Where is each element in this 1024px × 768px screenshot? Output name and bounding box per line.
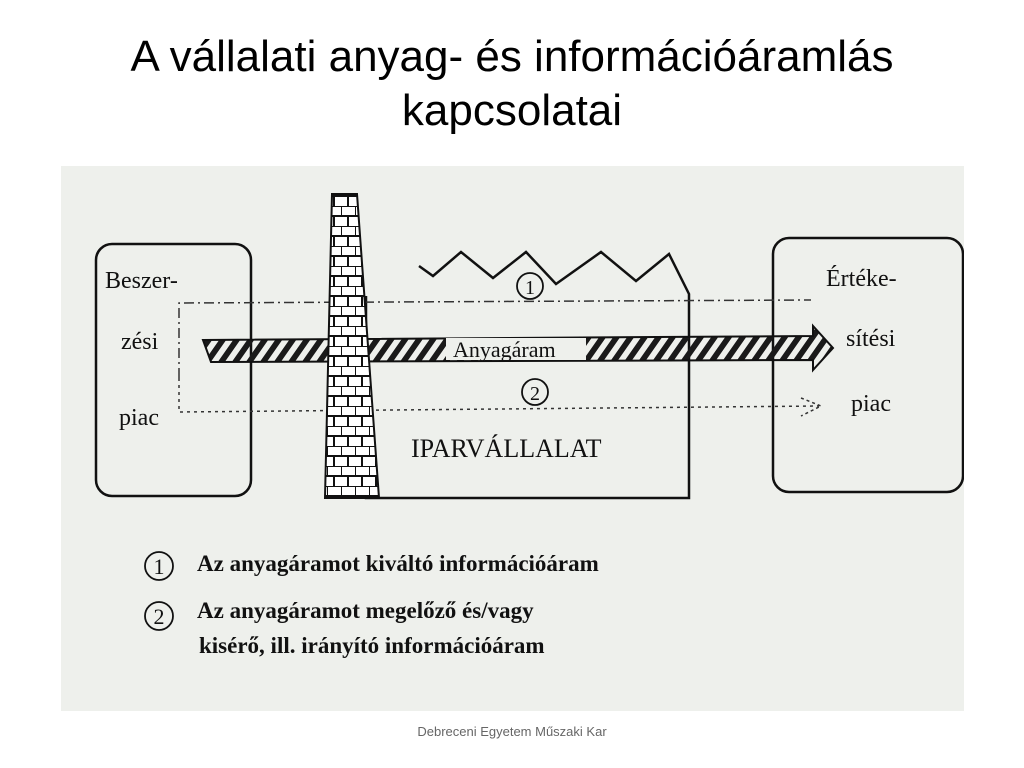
title-line-2: kapcsolatai: [401, 86, 623, 135]
sales-label-line-2: sítési: [846, 326, 896, 352]
slide-title: A vállalati anyag- és információáramlás …: [0, 30, 1024, 138]
scanned-figure-background: [61, 166, 964, 711]
sales-label-line-3: piac: [851, 391, 891, 417]
procurement-label-line-3: piac: [119, 405, 159, 431]
title-line-1: A vállalati anyag- és információáramlás: [130, 32, 894, 81]
sales-label-line-1: Értéke-: [826, 266, 897, 292]
information-flow-2-arrowhead: [800, 397, 823, 417]
factory-building: [364, 250, 691, 500]
slide-footer: Debreceni Egyetem Műszaki Kar: [417, 724, 607, 739]
flow-diagram: Beszer- zési piac Értéke- sítési piac An…: [94, 193, 964, 658]
legend-2-number: 2: [154, 604, 165, 629]
marker-2-number: 2: [530, 383, 540, 405]
material-flow-label: Anyagáram: [453, 337, 556, 362]
factory-label: IPARVÁLLALAT: [411, 434, 602, 463]
legend-2-circle: [144, 601, 174, 631]
legend-2-text-line-2: kisérő, ill. irányító információáram: [199, 633, 545, 658]
marker-2-circle: [521, 378, 549, 406]
procurement-label-line-1: Beszer-: [105, 268, 178, 294]
procurement-label-line-2: zési: [121, 329, 159, 355]
legend-1-text: Az anyagáramot kiváltó információáram: [197, 551, 599, 576]
information-flow-1-line: [178, 299, 812, 378]
marker-1-circle: [516, 272, 544, 300]
procurement-market-box: [94, 242, 253, 498]
marker-1-number: 1: [525, 277, 535, 299]
information-flow-2-line: [178, 378, 820, 413]
legend-2-text-line-1: Az anyagáramot megelőző és/vagy: [197, 598, 534, 623]
factory-chimney: [323, 193, 381, 499]
material-flow-label-background: [446, 338, 586, 360]
sales-market-box: [771, 236, 964, 494]
legend-1-number: 1: [154, 554, 165, 579]
legend-1-circle: [144, 551, 174, 581]
